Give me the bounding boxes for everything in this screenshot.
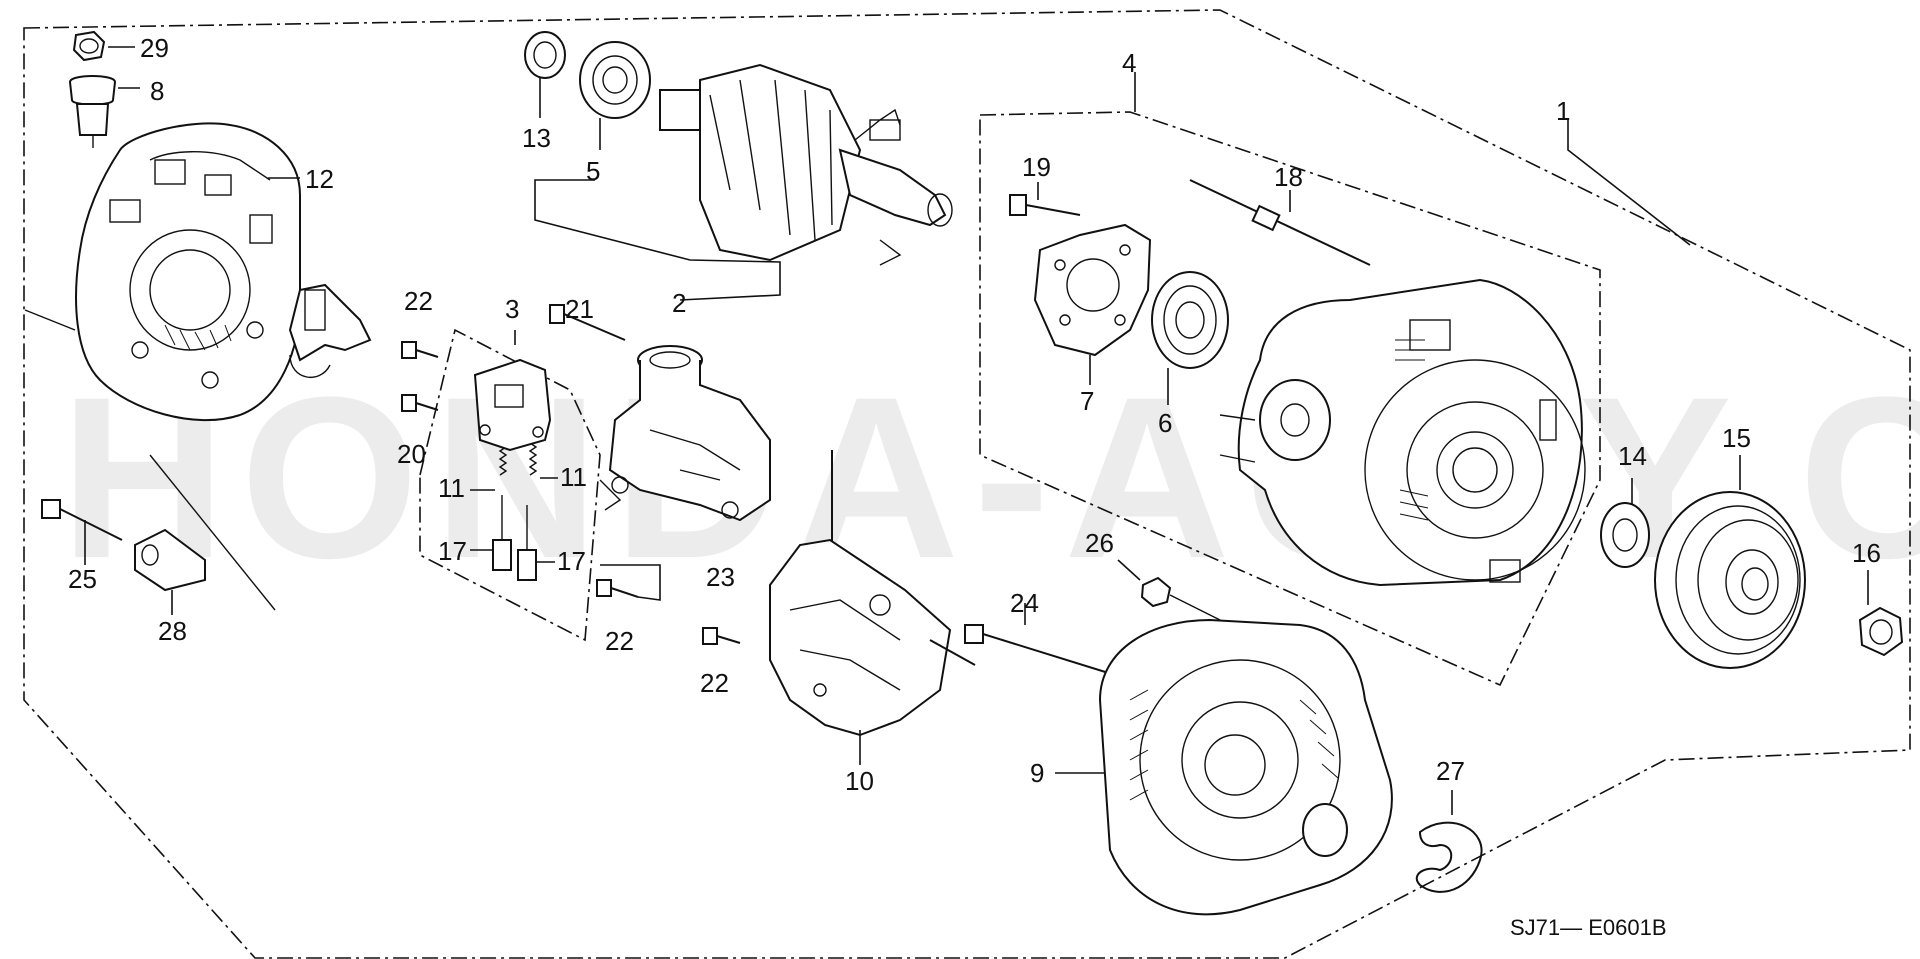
part-15-pulley <box>1654 455 1806 669</box>
callout-8: 8 <box>150 76 164 106</box>
callout-28: 28 <box>158 616 187 646</box>
leader-13-5 <box>534 179 595 190</box>
callout-27: 27 <box>1436 756 1465 786</box>
part-21-screw <box>549 304 626 341</box>
part-29-nut <box>72 30 135 62</box>
part-22-screw-a <box>401 341 439 359</box>
callout-12: 12 <box>305 164 334 194</box>
part-22-screw-c <box>702 627 741 645</box>
part-22-screw-b <box>596 564 661 601</box>
callout-9: 9 <box>1030 758 1044 788</box>
callout-4: 4 <box>1122 48 1136 78</box>
part-7-plate <box>1033 223 1152 385</box>
part-5-bearing <box>579 41 651 150</box>
callout-1: 1 <box>1556 96 1570 126</box>
pointer-lines-left-2 <box>149 454 276 611</box>
part-23-regulator <box>599 345 771 522</box>
callout-11a: 11 <box>438 473 465 503</box>
callout-13: 13 <box>522 123 551 153</box>
callout-3: 3 <box>505 294 519 324</box>
assembly-outline <box>23 9 1911 959</box>
callout-23: 23 <box>706 562 735 592</box>
part-24-bolt <box>964 603 1116 676</box>
subassembly-4-outline <box>979 111 1601 687</box>
callout-22c: 22 <box>700 668 729 698</box>
brush-holder-group-outline <box>419 328 601 642</box>
part-25-bolt <box>41 499 123 565</box>
callout-19: 19 <box>1022 152 1051 182</box>
callout-29: 29 <box>140 33 169 63</box>
callout-18: 18 <box>1274 162 1303 192</box>
leader-2 <box>534 190 781 301</box>
part-3-brush-holder <box>473 358 552 452</box>
part-16-nut <box>1858 570 1904 657</box>
part-19-bolt <box>1009 182 1081 216</box>
callout-21: 21 <box>565 294 594 324</box>
part-18-long-bolt <box>1189 179 1371 266</box>
callout-22a: 22 <box>404 286 433 316</box>
part-9-rear-housing <box>1055 618 1393 916</box>
callout-17a: 17 <box>438 536 467 566</box>
callout-7: 7 <box>1080 386 1094 416</box>
part-10-rectifier <box>769 450 976 765</box>
callout-11b: 11 <box>560 462 587 492</box>
pointer-lines-left <box>24 309 76 331</box>
part-connector-clip <box>288 283 372 378</box>
callout-16: 16 <box>1852 538 1881 568</box>
callout-14: 14 <box>1618 441 1647 471</box>
callout-6: 6 <box>1158 408 1172 438</box>
part-11-springs <box>470 442 558 491</box>
part-12-rear-cover <box>75 122 301 422</box>
callout-25: 25 <box>68 564 97 594</box>
callout-24: 24 <box>1010 588 1039 618</box>
part-13-seal <box>524 31 566 118</box>
part-front-housing <box>1219 278 1586 587</box>
part-8-terminal <box>68 75 140 148</box>
callout-10: 10 <box>845 766 874 796</box>
part-14-spacer <box>1600 478 1650 568</box>
callout-22b: 22 <box>605 626 634 656</box>
part-17-brushes <box>470 495 555 581</box>
callout-15: 15 <box>1722 423 1751 453</box>
watermark-text: HONDA-ACTY.COM <box>60 349 1920 606</box>
callout-5: 5 <box>586 156 600 186</box>
callout-26: 26 <box>1085 528 1114 558</box>
diagram-code: SJ71— E0601B <box>1510 915 1667 940</box>
part-27-ring <box>1415 790 1483 893</box>
part-2-rotor <box>659 63 953 266</box>
leader-1 <box>1567 120 1691 246</box>
callout-17b: 17 <box>557 546 586 576</box>
callout-20: 20 <box>397 439 426 469</box>
part-6-bearing <box>1151 271 1229 405</box>
part-28-clip <box>134 528 206 615</box>
part-20-screw <box>401 394 439 412</box>
callout-2: 2 <box>672 288 686 318</box>
